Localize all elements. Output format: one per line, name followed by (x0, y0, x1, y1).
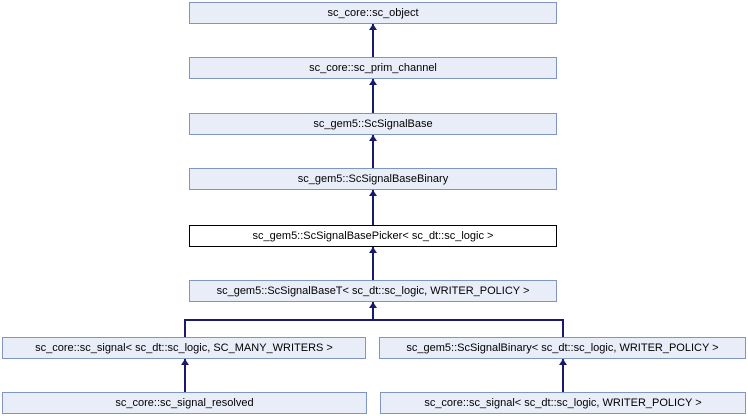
edge-base-t-to-picker (372, 247, 374, 280)
node-sc-signal-many-writers[interactable]: sc_core::sc_signal< sc_dt::sc_logic, SC_… (2, 337, 366, 359)
edge-branch-stem (372, 302, 374, 321)
inheritance-arrowhead-icon (369, 190, 377, 196)
inheritance-arrowhead-icon (369, 247, 377, 253)
edge-branch-drop-left (184, 319, 186, 337)
edge-branch-drop-right (562, 319, 564, 337)
node-sc-signal-binary[interactable]: sc_gem5::ScSignalBinary< sc_dt::sc_logic… (379, 337, 746, 359)
edge-picker-to-base-binary (372, 190, 374, 225)
inheritance-arrowhead-icon (181, 359, 189, 365)
edge-resolved-to-many-writers (184, 359, 186, 392)
inheritance-arrowhead-icon (559, 359, 567, 365)
edge-prim-channel-to-object (372, 24, 374, 57)
node-sc-signal-base-picker-current: sc_gem5::ScSignalBasePicker< sc_dt::sc_l… (189, 225, 557, 247)
inheritance-arrowhead-icon (369, 135, 377, 141)
node-sc-signal-writer-policy[interactable]: sc_core::sc_signal< sc_dt::sc_logic, WRI… (380, 392, 746, 414)
edge-base-binary-to-signal-base (372, 135, 374, 168)
inheritance-arrowhead-icon (369, 79, 377, 85)
inheritance-arrowhead-icon (369, 24, 377, 30)
node-sc-prim-channel[interactable]: sc_core::sc_prim_channel (189, 57, 557, 79)
node-sc-signal-resolved[interactable]: sc_core::sc_signal_resolved (2, 392, 367, 414)
node-sc-object[interactable]: sc_core::sc_object (189, 2, 557, 24)
edge-signal-to-signal-binary (562, 359, 564, 392)
node-sc-signal-base-binary[interactable]: sc_gem5::ScSignalBaseBinary (189, 168, 557, 190)
node-sc-signal-base[interactable]: sc_gem5::ScSignalBase (189, 113, 557, 135)
edge-branch-trunk (184, 319, 564, 321)
inheritance-arrowhead-icon (369, 302, 377, 308)
node-sc-signal-base-t[interactable]: sc_gem5::ScSignalBaseT< sc_dt::sc_logic,… (189, 280, 557, 302)
edge-signal-base-to-prim-channel (372, 79, 374, 113)
